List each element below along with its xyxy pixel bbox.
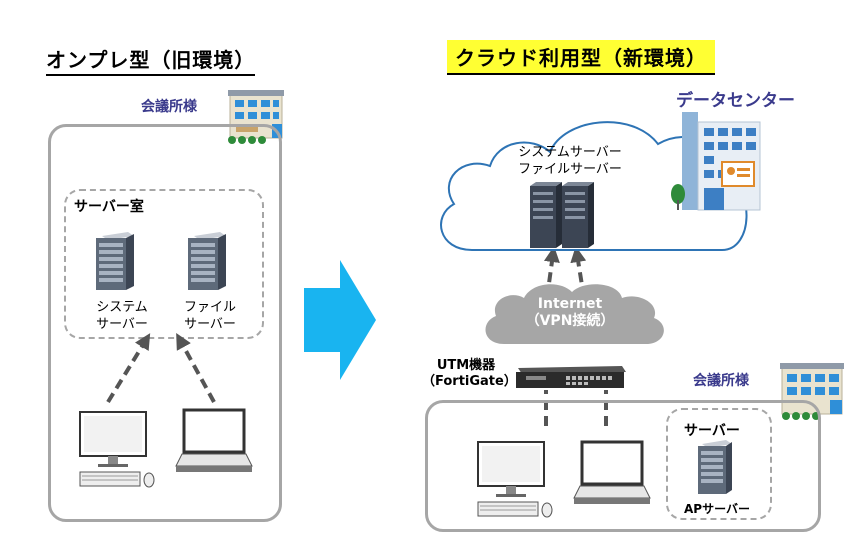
cloud-server-label: システムサーバー ファイルサーバー (518, 145, 622, 177)
system-server-label: システム サーバー (96, 300, 148, 332)
ap-server-label: APサーバー (684, 502, 750, 516)
utm-label: UTM機器 （FortiGate） (422, 358, 517, 389)
cloud-server-rack-icon (530, 182, 594, 248)
right-title: クラウド利用型（新環境） (447, 40, 715, 75)
right-office-label: 会議所様 (693, 373, 749, 389)
migration-arrow-icon (304, 260, 376, 380)
fortigate-device-icon (516, 366, 626, 388)
server-room-label: サーバー室 (74, 199, 144, 215)
desktop-pc-icon (79, 411, 155, 488)
left-office-label: 会議所様 (141, 99, 197, 115)
laptop-icon (573, 440, 651, 504)
server-rack-icon (96, 232, 134, 290)
right-office-frame (425, 400, 821, 532)
server-box-frame (666, 408, 772, 520)
server-rack-icon (188, 232, 226, 290)
desktop-pc-icon (477, 441, 553, 518)
datacenter-label: データセンター (676, 91, 795, 111)
datacenter-building-icon (671, 112, 761, 211)
laptop-icon (175, 408, 253, 472)
internet-label: Internet （VPN接続） (525, 296, 615, 329)
ap-server-rack-icon (698, 440, 732, 494)
server-room-frame (64, 189, 264, 339)
left-office-frame (48, 124, 282, 522)
left-title: オンプレ型（旧環境） (46, 44, 256, 76)
internet-cloud-shape (485, 284, 664, 344)
server-box-label: サーバー (684, 423, 740, 439)
file-server-label: ファイル サーバー (183, 300, 236, 332)
